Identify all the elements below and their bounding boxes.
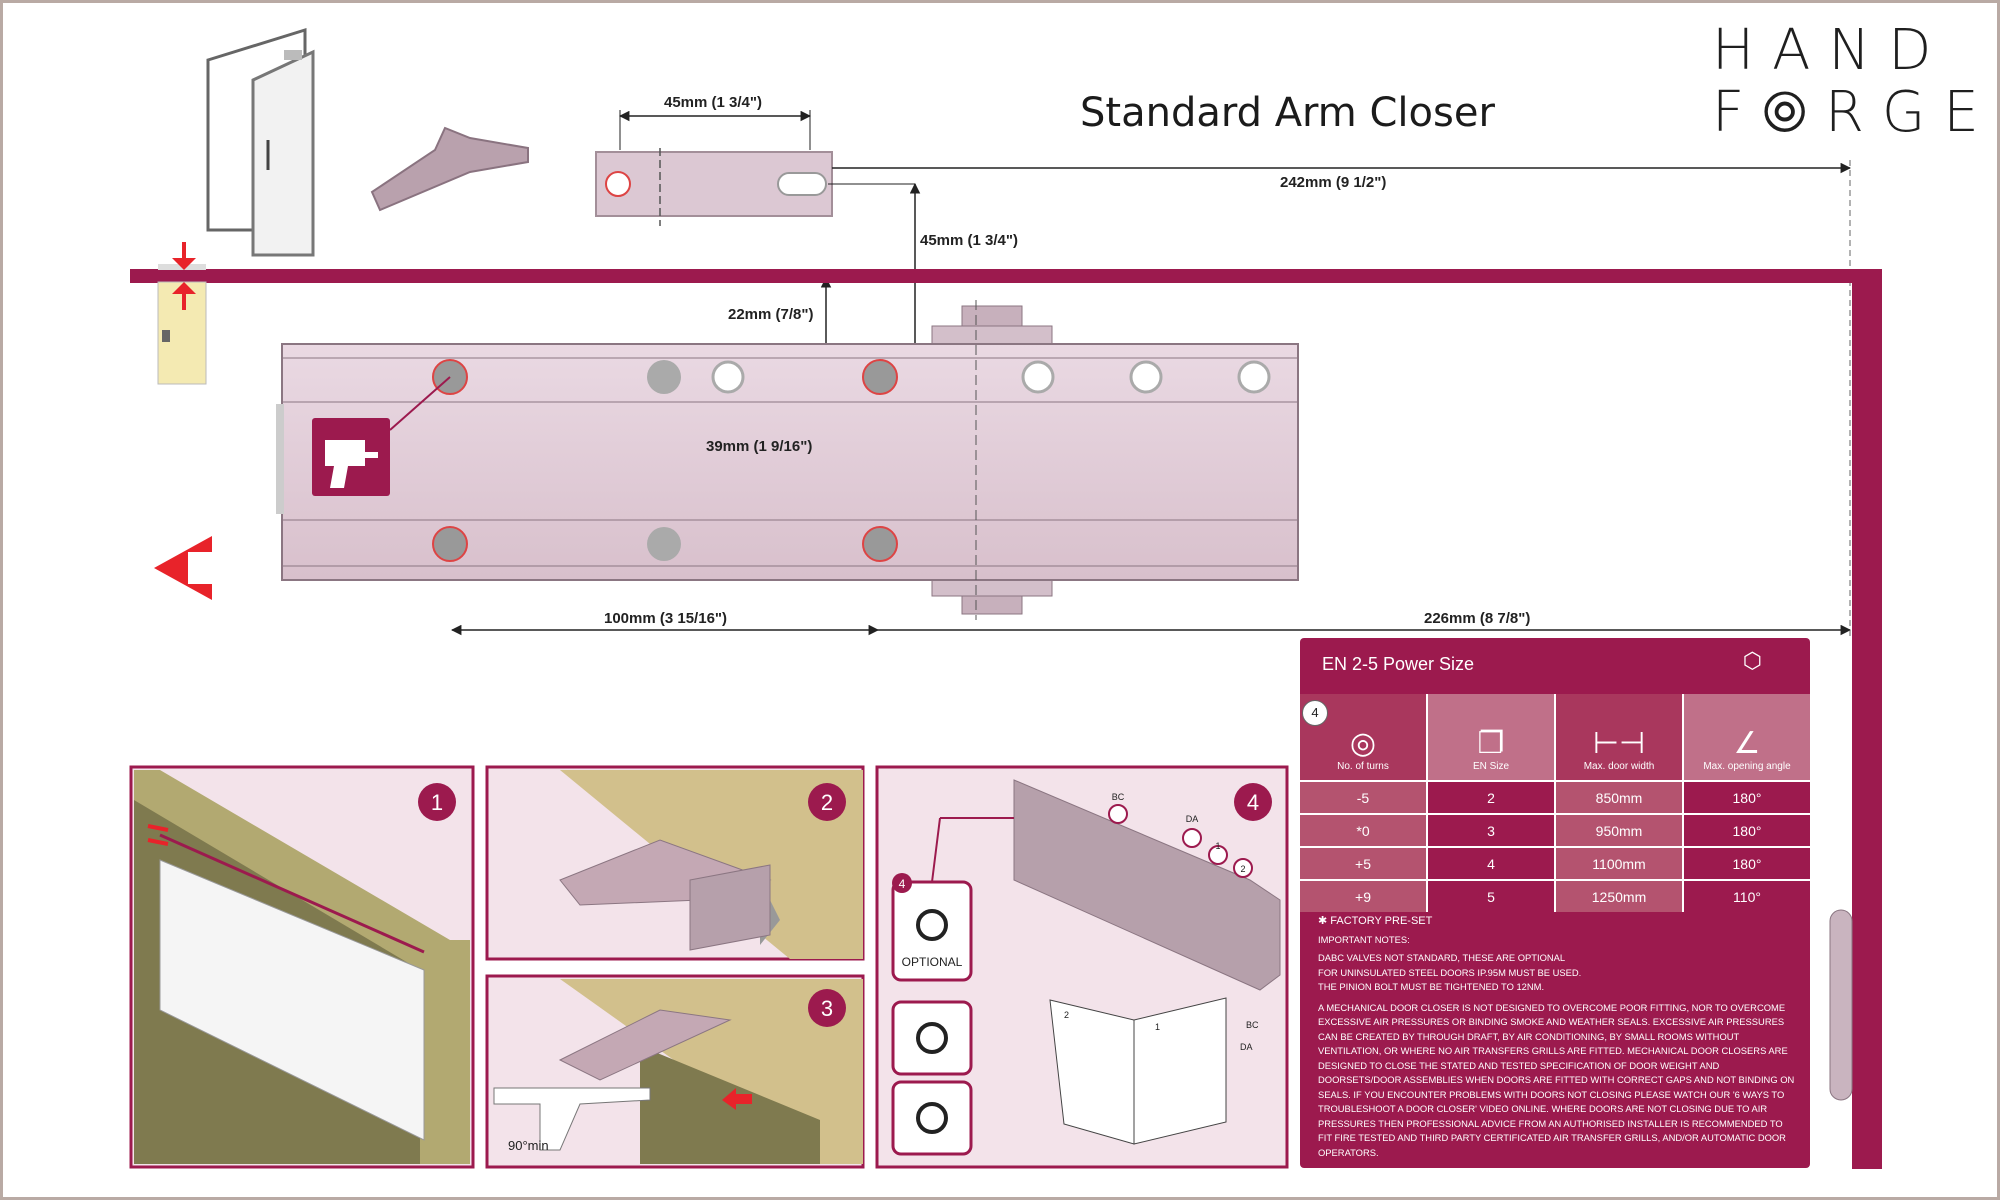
step-3-panel: 90°min bbox=[485, 974, 865, 1169]
table-cell: 950mm bbox=[1554, 815, 1682, 846]
valve-2-label: 2 bbox=[1240, 864, 1245, 874]
direction-arrow-icon bbox=[154, 536, 212, 600]
important-title: IMPORTANT NOTES: bbox=[1318, 933, 1410, 945]
table-row: +5 4 1100mm 180° bbox=[1300, 846, 1810, 879]
table-cell: *0 bbox=[1300, 815, 1426, 846]
step-1-number: 1 bbox=[431, 790, 443, 815]
table-cell: -5 bbox=[1300, 782, 1426, 813]
table-cell: 4 bbox=[1426, 848, 1554, 879]
valve-bc-label: BC bbox=[1112, 792, 1125, 802]
step-4-panel bbox=[875, 765, 1289, 1169]
table-cell: 180° bbox=[1682, 815, 1810, 846]
table-cell: 2 bbox=[1426, 782, 1554, 813]
col-en-size: ❐EN Size bbox=[1426, 694, 1554, 780]
important-line: DABC VALVES NOT STANDARD, THESE ARE OPTI… bbox=[1318, 952, 1566, 963]
door-icon bbox=[206, 27, 315, 257]
brand-logo: HAND F⦾RGED bbox=[1712, 20, 2000, 144]
table-cell: 3 bbox=[1426, 815, 1554, 846]
spec-header: EN 2-5 Power Size bbox=[1322, 654, 1475, 674]
col-door-width: ⊢⊣Max. door width bbox=[1554, 694, 1682, 780]
table-cell: 180° bbox=[1682, 848, 1810, 879]
adjust-hex-icon: ⬡ bbox=[1742, 648, 1762, 673]
col-door-width-label: Max. door width bbox=[1583, 761, 1655, 772]
step-3-number: 3 bbox=[821, 996, 833, 1021]
door-frame-line bbox=[130, 269, 1882, 1169]
dim-body-height: 39mm (1 9/16") bbox=[706, 438, 813, 455]
dim-top-span: 242mm (9 1/2") bbox=[1280, 174, 1387, 191]
step-1-panel bbox=[129, 765, 475, 1169]
door-bc-label: BC bbox=[1246, 1020, 1259, 1030]
dim-top-offset: 22mm (7/8") bbox=[728, 306, 814, 323]
table-cell: 180° bbox=[1682, 782, 1810, 813]
table-cell: +9 bbox=[1300, 881, 1426, 912]
step-badges bbox=[418, 783, 1272, 1027]
table-row: +9 5 1250mm 110° bbox=[1300, 879, 1810, 912]
col-turns-label: No. of turns bbox=[1337, 761, 1389, 772]
spec-table-header: ◎No. of turns ❐EN Size ⊢⊣Max. door width… bbox=[1300, 694, 1810, 780]
important-line: THE PINION BOLT MUST BE TIGHTENED TO 12N… bbox=[1318, 981, 1545, 992]
page-title: Standard Arm Closer bbox=[1080, 90, 1495, 136]
brand-line-1: HAND bbox=[1712, 18, 1950, 83]
valve-1-label: 1 bbox=[1215, 841, 1220, 851]
optional-badge: 4 bbox=[899, 877, 906, 891]
table-cell: 850mm bbox=[1554, 782, 1682, 813]
step-2-number: 2 bbox=[821, 790, 833, 815]
closer-end-cap bbox=[1829, 909, 1853, 1101]
table-cell: 5 bbox=[1426, 881, 1554, 912]
disclaimer-paragraph: A MECHANICAL DOOR CLOSER IS NOT DESIGNED… bbox=[1318, 1001, 1795, 1158]
dim-hole-spacing: 100mm (3 15/16") bbox=[604, 610, 728, 627]
door-1-label: 1 bbox=[1155, 1022, 1160, 1032]
table-cell: 110° bbox=[1682, 881, 1810, 912]
closer-body bbox=[276, 300, 1299, 620]
table-row: -5 2 850mm 180° bbox=[1300, 780, 1810, 813]
closer-arm-icon bbox=[370, 126, 529, 212]
col-en-size-label: EN Size bbox=[1472, 761, 1510, 772]
step-2-panel bbox=[485, 765, 865, 961]
spec-table: ◎No. of turns ❐EN Size ⊢⊣Max. door width… bbox=[1300, 694, 1810, 912]
angle-icon: ∠ bbox=[1733, 727, 1761, 760]
table-cell: 1250mm bbox=[1554, 881, 1682, 912]
col-opening-angle: ∠Max. opening angle bbox=[1682, 694, 1810, 780]
turns-icon: ◎ bbox=[1349, 727, 1377, 760]
factory-preset-note: ✱ FACTORY PRE-SET bbox=[1318, 915, 1433, 927]
important-line: FOR UNINSULATED STEEL DOORS IP.95M MUST … bbox=[1318, 966, 1582, 978]
angle-label: 90°min bbox=[508, 1138, 549, 1153]
step-4-number: 4 bbox=[1247, 790, 1259, 815]
table-cell: +5 bbox=[1300, 848, 1426, 879]
col-opening-angle-label: Max. opening angle bbox=[1703, 761, 1791, 772]
en-size-icon: ❐ bbox=[1477, 727, 1505, 760]
optional-label: OPTIONAL bbox=[902, 955, 963, 969]
brand-line-2: F⦾RGED bbox=[1712, 80, 2000, 145]
table-row: *0 3 950mm 180° bbox=[1300, 813, 1810, 846]
mounting-bracket bbox=[595, 148, 833, 226]
spec-badge: 4 bbox=[1302, 700, 1328, 726]
table-cell: 1100mm bbox=[1554, 848, 1682, 879]
drill-icon bbox=[312, 376, 451, 496]
width-icon: ⊢⊣ bbox=[1592, 727, 1646, 760]
gap-indicator bbox=[157, 242, 207, 385]
spec-notes: ✱ FACTORY PRE-SET IMPORTANT NOTES: DABC … bbox=[1318, 914, 1796, 1164]
dim-body-span: 226mm (8 7/8") bbox=[1424, 610, 1531, 627]
power-size-spec-panel: EN 2-5 Power Size ⬡ ◎No. of turns ❐EN Si… bbox=[1300, 638, 1810, 1168]
dim-bracket-width: 45mm (1 3/4") bbox=[664, 94, 762, 111]
door-da-label: DA bbox=[1240, 1042, 1253, 1052]
door-2-label: 2 bbox=[1064, 1010, 1069, 1020]
valve-da-label: DA bbox=[1186, 814, 1199, 824]
dim-bracket-height: 45mm (1 3/4") bbox=[920, 232, 1018, 249]
